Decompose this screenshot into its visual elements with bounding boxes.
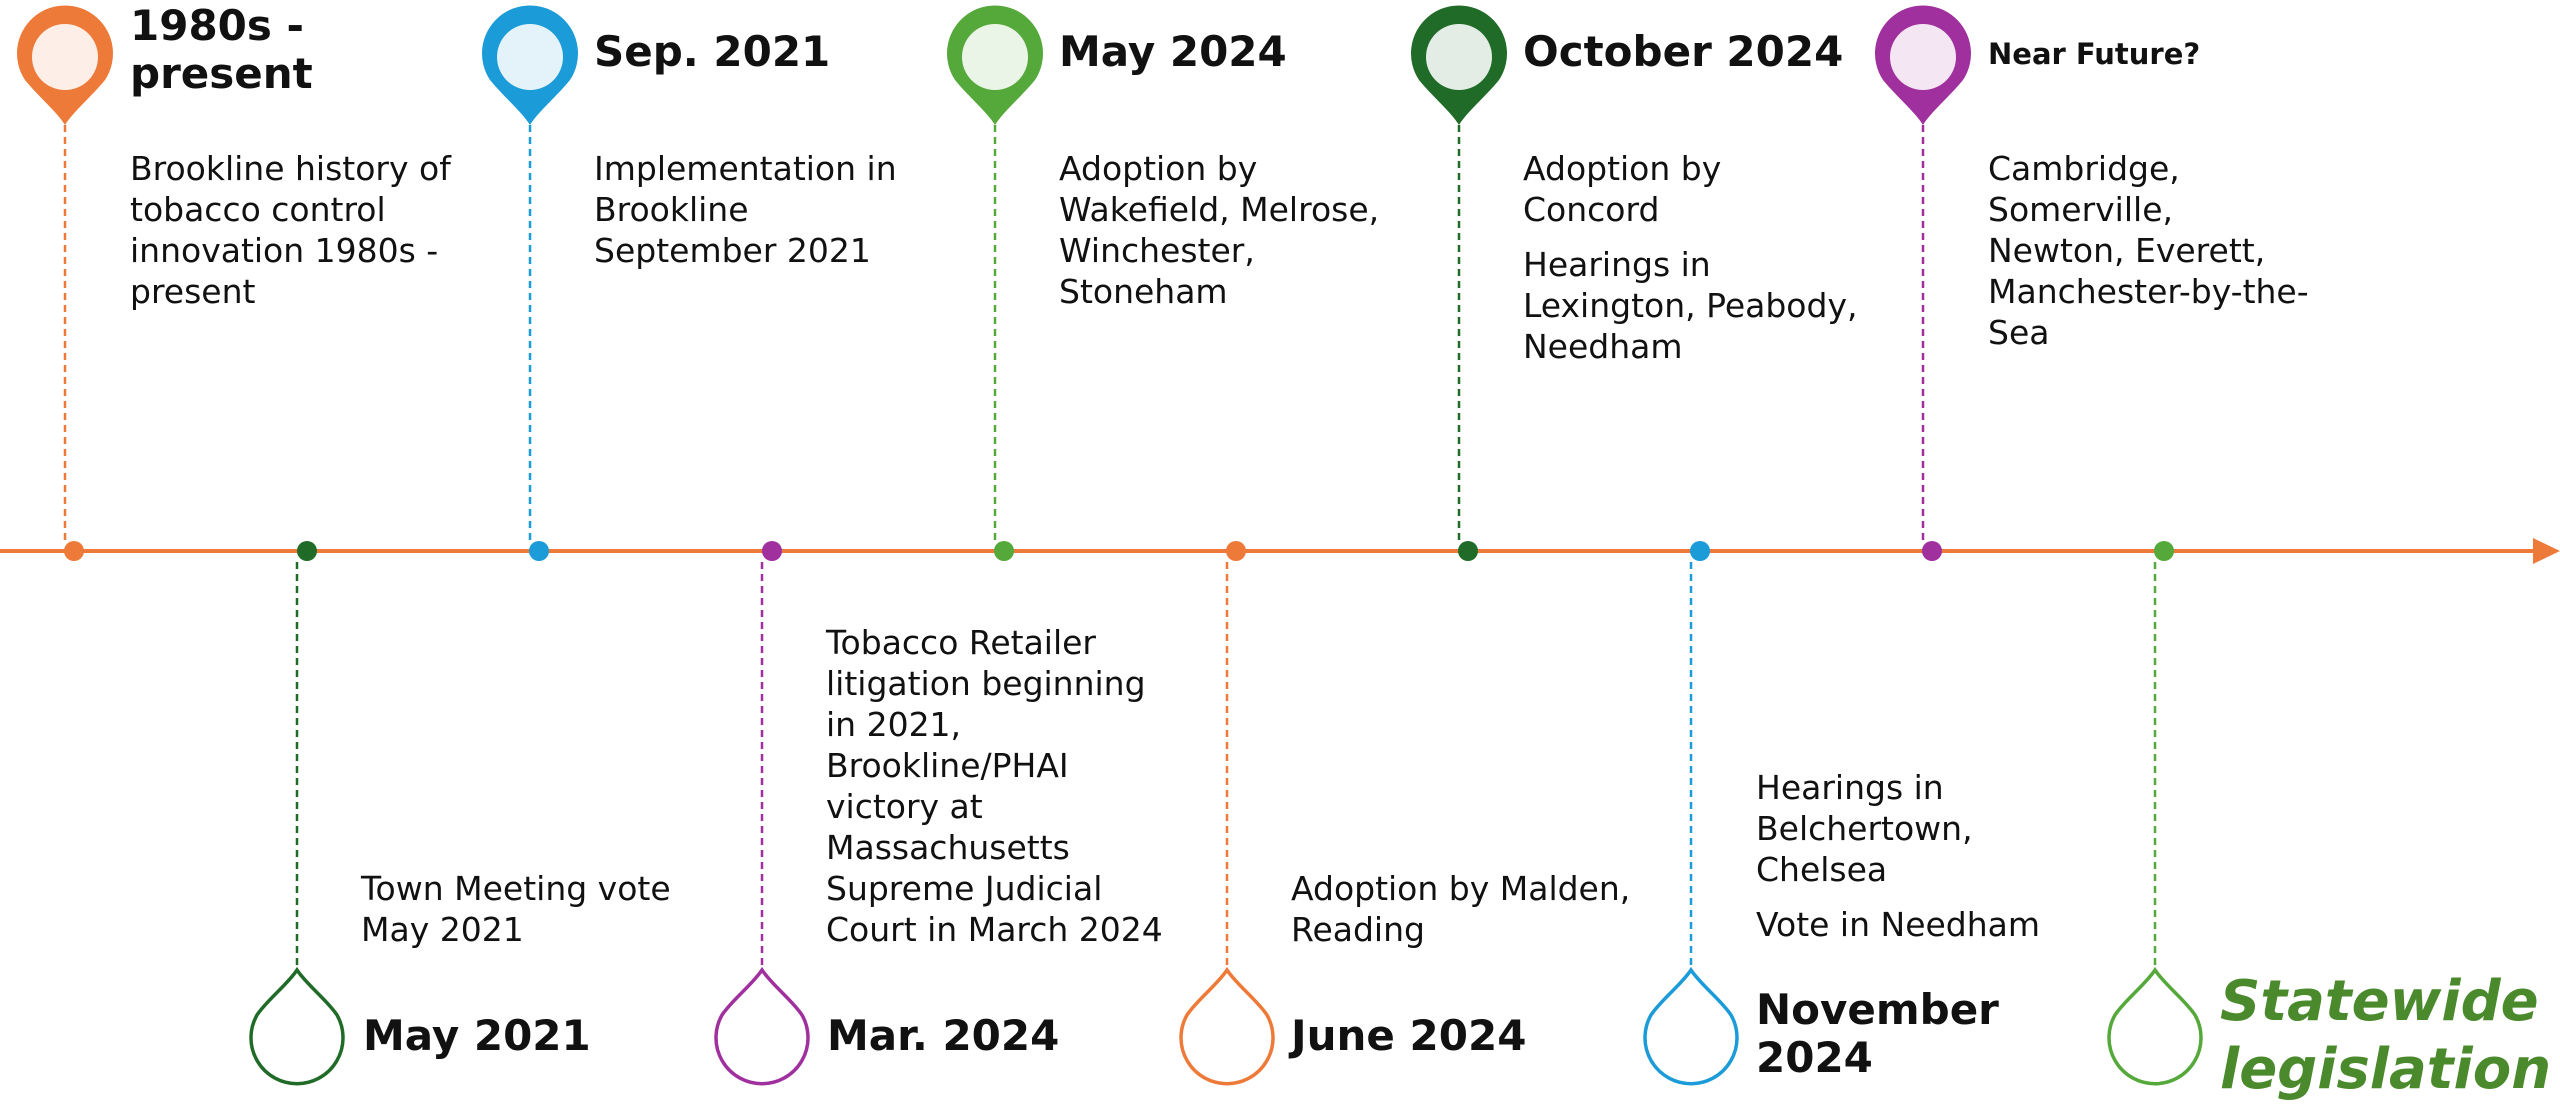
event-9-line-1: Cambridge, Somerville, Newton, Everett, … — [1988, 149, 2309, 352]
event-6-title: June 2024 — [1291, 1011, 1527, 1060]
event-4-axis-dot — [762, 541, 782, 561]
event-8-line-1: Hearings in Belchertown, Chelsea — [1756, 768, 1973, 889]
timeline-arrowhead — [2533, 538, 2560, 564]
event-8-drop-marker — [1643, 966, 1739, 1086]
event-2-description: Town Meeting vote May 2021 — [361, 868, 691, 950]
event-1-pin-center — [32, 24, 98, 90]
event-9-axis-dot — [1922, 541, 1942, 561]
event-4-description: Tobacco Retailer litigation beginning in… — [826, 622, 1166, 950]
event-7-description: Adoption by Concord Hearings in Lexingto… — [1523, 148, 1863, 367]
event-9-title: Near Future? — [1988, 37, 2201, 71]
event-6-drop-marker — [1179, 966, 1275, 1086]
event-2-drop-marker — [249, 966, 345, 1086]
event-5-description: Adoption by Wakefield, Melrose, Winchest… — [1059, 148, 1399, 312]
event-6-description: Adoption by Malden, Reading — [1291, 868, 1651, 950]
event-5-title: May 2024 — [1059, 27, 1287, 76]
event-4-drop-marker — [714, 966, 810, 1086]
event-9-description: Cambridge, Somerville, Newton, Everett, … — [1988, 148, 2318, 353]
event-7-pin-center — [1426, 24, 1492, 90]
event-1-axis-dot — [64, 541, 84, 561]
event-3-title: Sep. 2021 — [594, 27, 831, 76]
event-5-line-1: Adoption by Wakefield, Melrose, Winchest… — [1059, 149, 1380, 311]
event-3-line-1: Implementation in Brookline September 20… — [594, 149, 897, 270]
event-7-line-2: Hearings in Lexington, Peabody, Needham — [1523, 245, 1858, 366]
event-3-pin-center — [497, 24, 563, 90]
event-4-title: Mar. 2024 — [827, 1011, 1060, 1060]
event-4-line-1: Tobacco Retailer litigation beginning in… — [826, 623, 1163, 949]
event-5-axis-dot — [994, 541, 1014, 561]
event-8-axis-dot — [1690, 541, 1710, 561]
event-2-line-1: Town Meeting vote May 2021 — [361, 869, 671, 949]
event-10-title: Statewide legislation — [2220, 969, 2552, 1102]
event-3-description: Implementation in Brookline September 20… — [594, 148, 914, 271]
event-3-axis-dot — [529, 541, 549, 561]
event-2-axis-dot — [297, 541, 317, 561]
event-7-axis-dot — [1458, 541, 1478, 561]
event-1-title: 1980s - present — [130, 1, 313, 99]
event-6-line-1: Adoption by Malden, Reading — [1291, 869, 1631, 949]
event-7-title: October 2024 — [1523, 27, 1844, 76]
event-2-title: May 2021 — [363, 1011, 591, 1060]
event-7-line-1: Adoption by Concord — [1523, 149, 1722, 229]
event-8-title: November 2024 — [1756, 985, 1999, 1083]
event-10-axis-dot — [2154, 541, 2174, 561]
event-8-description: Hearings in Belchertown, Chelsea Vote in… — [1756, 767, 2056, 945]
event-10-drop-marker — [2107, 966, 2203, 1086]
event-5-pin-center — [962, 24, 1028, 90]
event-1-line-1: Brookline history of tobacco control inn… — [130, 149, 451, 311]
event-8-line-2: Vote in Needham — [1756, 905, 2041, 944]
event-6-axis-dot — [1226, 541, 1246, 561]
event-1-description: Brookline history of tobacco control inn… — [130, 148, 460, 312]
event-9-pin-center — [1890, 24, 1956, 90]
